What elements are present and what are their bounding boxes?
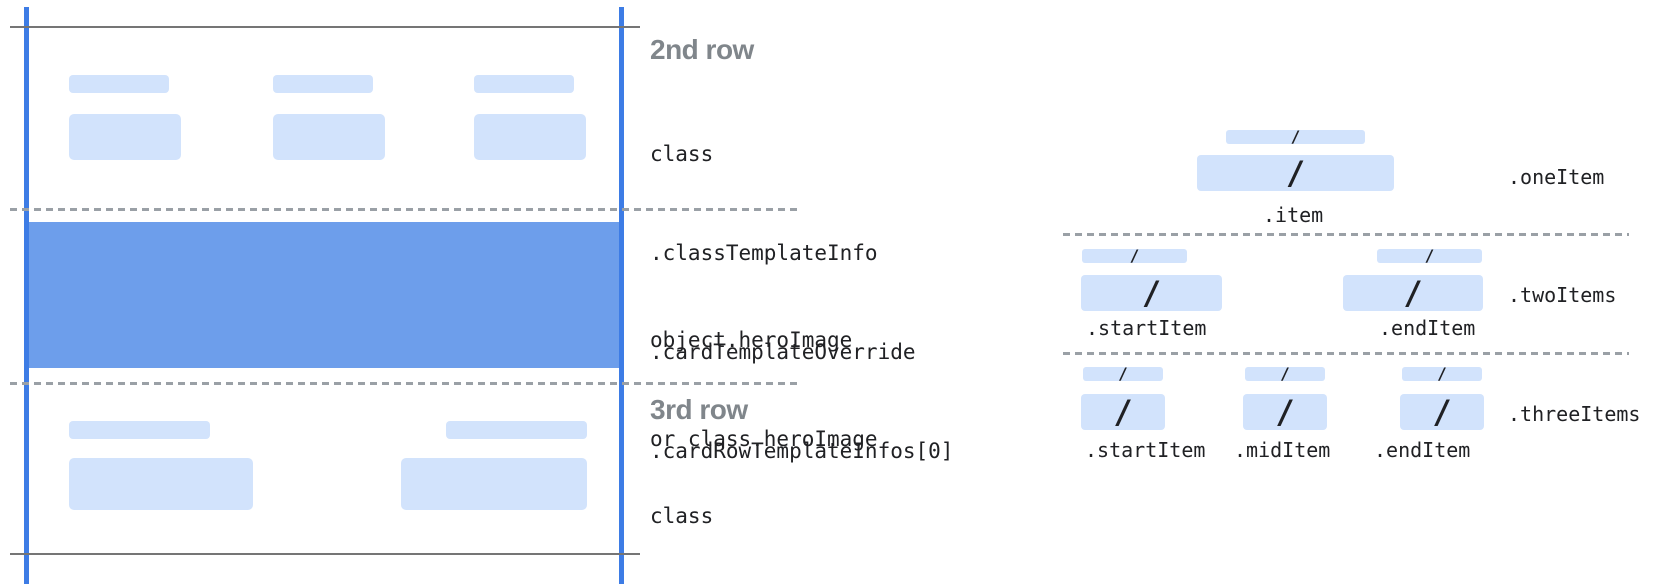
slash-glyph: /: [1424, 246, 1435, 265]
slash-glyph: /: [1129, 246, 1140, 265]
row-name-label: .twoItems: [1508, 283, 1617, 307]
slash-glyph: /: [1280, 364, 1290, 383]
row-name-label: .oneItem: [1508, 165, 1605, 189]
item-value-bar: /: [1243, 394, 1327, 430]
item-field-label: .item: [1263, 203, 1324, 227]
field-value-placeholder: [401, 458, 587, 510]
slash-glyph: /: [1141, 274, 1162, 312]
item-label-bar: /: [1083, 364, 1163, 383]
second-row-code: class .classTemplateInfo .cardTemplateOv…: [650, 72, 953, 534]
row-divider-dashed-upper: [10, 208, 802, 211]
third-row-heading: 3rd row: [650, 394, 748, 425]
field-value-placeholder: [69, 114, 181, 160]
field-label-placeholder: [69, 421, 210, 439]
item-field-label: .endItem: [1374, 438, 1471, 462]
code-line: .cardRowTemplateInfos[0]: [650, 439, 954, 463]
item-label-bar: /: [1402, 364, 1482, 383]
item-field-label: .endItem: [1379, 316, 1476, 340]
slash-glyph: /: [1290, 127, 1301, 146]
slash-glyph: /: [1118, 364, 1128, 383]
items-divider-dashed: [1063, 233, 1629, 236]
card-bottom-border-line: [10, 553, 640, 555]
field-value-placeholder: [273, 114, 385, 160]
field-label-placeholder: [69, 75, 169, 93]
field-label-placeholder: [474, 75, 574, 93]
field-label-placeholder: [273, 75, 373, 93]
code-line: or class.heroImage: [650, 427, 878, 451]
field-label-placeholder: [446, 421, 587, 439]
item-field-label: .startItem: [1085, 438, 1206, 462]
item-value-bar: /: [1400, 394, 1484, 430]
item-value-bar: /: [1081, 394, 1165, 430]
hero-image-code: object.heroImage or class.heroImage: [650, 258, 878, 522]
item-label-bar: /: [1245, 364, 1325, 383]
second-row-heading: 2nd row: [650, 34, 754, 65]
slash-glyph: /: [1403, 274, 1423, 312]
code-line: class: [650, 504, 714, 528]
field-value-placeholder: [474, 114, 586, 160]
item-value-bar: /: [1197, 155, 1394, 191]
slash-glyph: /: [1285, 154, 1306, 192]
item-value-bar: /: [1343, 275, 1483, 311]
slash-glyph: /: [1113, 393, 1133, 431]
item-label-bar: /: [1377, 246, 1482, 265]
code-line: class: [650, 142, 714, 166]
slash-glyph: /: [1432, 393, 1452, 431]
slash-glyph: /: [1275, 393, 1295, 431]
code-line: .classTemplateInfo: [650, 241, 878, 265]
third-row-code: class .classTemplateInfo .cardTemplateOv…: [650, 434, 953, 584]
hero-image-band: [29, 222, 619, 368]
item-field-label: .startItem: [1086, 316, 1207, 340]
items-divider-dashed: [1063, 352, 1629, 355]
code-line: .cardTemplateOverride: [650, 340, 916, 364]
card-left-edge-line: [24, 7, 29, 584]
field-value-placeholder: [69, 458, 253, 510]
row-divider-dashed-lower: [10, 382, 802, 385]
row-name-label: .threeItems: [1508, 402, 1641, 426]
card-right-edge-line: [619, 7, 624, 584]
item-field-label: .midItem: [1234, 438, 1331, 462]
item-label-bar: /: [1082, 246, 1187, 265]
slash-glyph: /: [1437, 364, 1447, 383]
item-value-bar: /: [1081, 275, 1222, 311]
card-top-border-line: [10, 26, 640, 28]
code-line: object.heroImage: [650, 328, 853, 352]
item-label-bar: /: [1226, 127, 1365, 146]
